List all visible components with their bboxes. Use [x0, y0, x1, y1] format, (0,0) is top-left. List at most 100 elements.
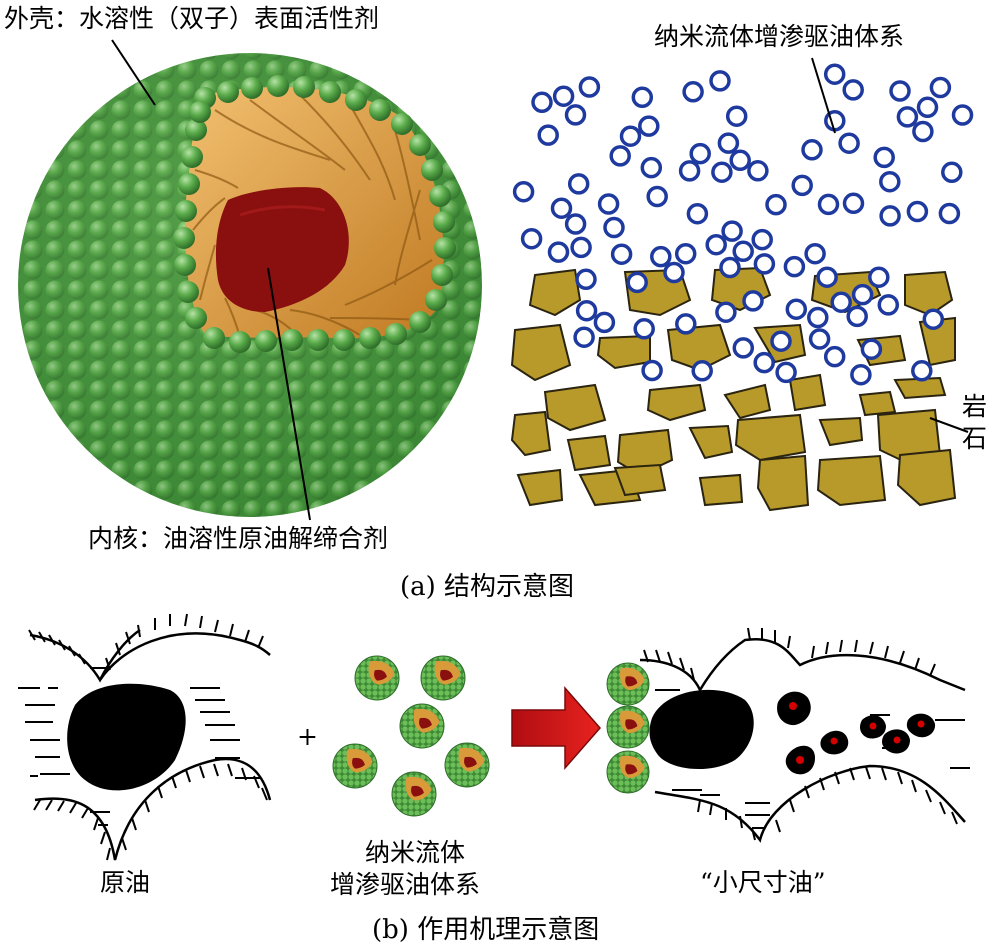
nanofluid-bubble: [520, 227, 543, 250]
nanofluid-bubble: [742, 290, 764, 312]
shell-label: 外壳：水溶性（双子）表面活性剂: [4, 4, 380, 33]
nanofluid-bubble: [547, 241, 570, 263]
nanofluid-bubble: [717, 132, 740, 154]
rock-grain: [596, 334, 651, 370]
nanofluid-bubble: [751, 228, 773, 251]
nanofluid-bubble: [889, 80, 911, 102]
nanofluid-bubble: [578, 76, 601, 98]
nanofluid-bubble: [823, 345, 846, 368]
nanofluid-bubble: [846, 305, 868, 328]
nanofluid-bubble: [682, 81, 704, 103]
rock-grain: [543, 383, 607, 432]
nanofluid-bubble: [823, 63, 846, 85]
micelle-sphere: [18, 53, 482, 517]
nanofluid-bubble: [678, 160, 701, 182]
nanofluid-bubble: [906, 200, 929, 223]
nanofluid-bubble: [860, 338, 883, 360]
rock-grain: [646, 383, 707, 422]
nanofluid-bubble: [570, 236, 592, 259]
nanofluid-bubble: [725, 105, 748, 127]
rock-grain: [510, 410, 552, 457]
nanofluid-bubble: [633, 318, 655, 340]
nanofluid-bubble: [807, 306, 829, 329]
rock-grain: [904, 270, 954, 317]
nanofluid-particle: [444, 742, 490, 788]
nanofluid-bubble: [951, 104, 974, 126]
crude-oil-label: 原油: [100, 868, 151, 897]
nanofluid-bubble: [721, 220, 743, 242]
caption-b: (b) 作用机理示意图: [372, 915, 600, 945]
nanofluid-bubble: [765, 193, 787, 216]
rock-grain: [734, 413, 807, 462]
rock-label-2: 石: [962, 424, 988, 453]
rock-grain: [510, 323, 572, 382]
nanofluid-bubble: [938, 202, 961, 225]
rock-grain: [723, 383, 772, 420]
system-label-line2: 增渗驱油体系: [330, 870, 481, 899]
nanofluid-bubble: [531, 91, 553, 114]
nanofluid-bubble: [638, 115, 660, 137]
nanofluid-bubble: [575, 268, 597, 291]
nanofluid-bubble: [879, 170, 901, 193]
nanofluid-bubble: [868, 266, 890, 288]
nanofluid-bubble: [804, 242, 826, 265]
nanofluid-bubble: [537, 124, 559, 146]
nanofluid-bubble: [729, 149, 751, 172]
rock-grain: [788, 373, 827, 412]
nanofluid-bubble: [929, 76, 952, 99]
nanofluid-bubble: [675, 313, 697, 335]
nanofluid-bubble: [626, 271, 648, 294]
rock-grain: [566, 434, 612, 472]
system-label-line1: 纳米流体: [365, 838, 466, 867]
nanofluid-bubble: [512, 180, 535, 203]
rock-grain: [528, 268, 582, 317]
rock-grain: [818, 416, 864, 447]
nanofluid-bubble: [851, 283, 874, 306]
nanofluid-bubble: [791, 174, 813, 197]
nanofluid-bubble: [674, 242, 697, 265]
caption-a: (a) 结构示意图: [400, 572, 575, 602]
nanofluid-bubble: [842, 192, 865, 215]
nanofluid-bubble: [879, 205, 901, 227]
rock-grain: [516, 468, 564, 507]
nanofluid-particle: [606, 750, 650, 794]
small-oil-label: “小尺寸油”: [700, 868, 826, 897]
rock-label-1: 岩: [962, 392, 988, 421]
nanofluid-particles-adsorbed: [606, 662, 650, 794]
nanofluid-bubble: [770, 330, 792, 352]
nanofluid-bubble: [597, 193, 620, 215]
nanofluid-bubble: [686, 202, 709, 225]
nanofluid-bubble: [552, 85, 575, 107]
nanofluid-bubble: [912, 120, 934, 143]
core-pointer: [267, 267, 311, 521]
rock-grain: [756, 454, 810, 512]
nanofluid-bubble: [650, 245, 672, 268]
nanofluid-bubble: [775, 361, 797, 384]
nanofluid-bubble: [838, 132, 860, 154]
shell-pointer: [111, 39, 156, 106]
rock-grain: [858, 390, 897, 417]
nanofluid-particle: [420, 655, 466, 701]
nanofluid-particle: [399, 703, 445, 749]
nanofluid-bubble: [610, 243, 633, 265]
nanofluid-bubble: [640, 156, 663, 179]
nanofluid-bubble: [709, 70, 731, 92]
rock-grain: [688, 424, 734, 460]
pore-crude: [18, 613, 272, 861]
rock-grain: [896, 448, 957, 507]
nanofluid-bubble: [567, 173, 590, 195]
nanofluid-bubble: [816, 266, 838, 288]
nanofluid-particles: [332, 655, 490, 817]
plus-sign: +: [297, 722, 318, 751]
rock-grain: [613, 463, 667, 497]
nanofluid-particle: [354, 655, 400, 701]
nanofluid-bubble: [911, 360, 933, 382]
nanofluid-particle: [332, 743, 378, 789]
nanofluid-bubble: [808, 328, 831, 350]
nanofluid-bubble: [732, 337, 755, 359]
oil-core: [215, 187, 349, 312]
nanofluid-bubble: [646, 185, 668, 208]
core-label: 内核：油溶性原油解缔合剂: [88, 524, 389, 553]
